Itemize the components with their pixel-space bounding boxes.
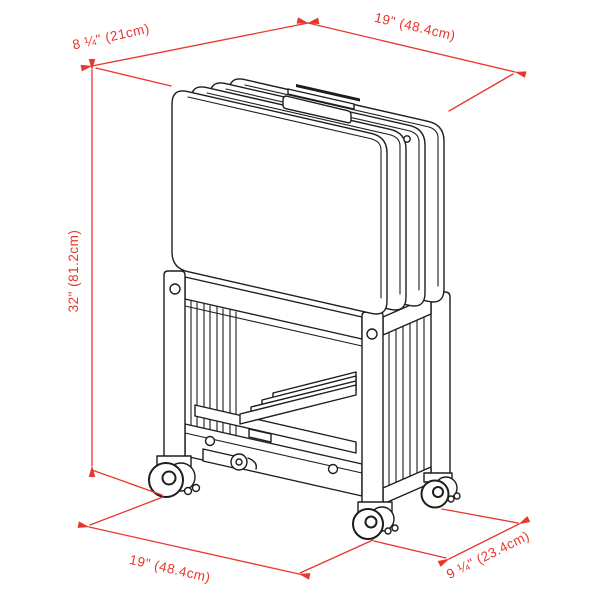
apron-hole-right (327, 463, 339, 475)
dim-line-bottom-width (77, 521, 311, 580)
screw-hole-right (366, 328, 378, 340)
lock-latch (202, 448, 258, 471)
caster-back-right (420, 472, 461, 509)
dim-line-bottom-depth (437, 516, 531, 567)
caster-hub (161, 470, 177, 486)
ext-line-floor-front (299, 539, 374, 574)
caster-hub (432, 486, 444, 498)
dimension-label-top-width: 19" (48.4cm) (373, 10, 457, 44)
ext-line-height-to-floor (91, 469, 163, 496)
leg-pivot-knob (403, 135, 411, 143)
dim-line-top-width (296, 17, 527, 78)
cart-front-frame (163, 270, 384, 510)
back-right-post (430, 291, 451, 482)
dimension-label-height: 32" (81.2cm) (66, 230, 81, 313)
right-front-post (361, 311, 384, 510)
handle-slot (282, 84, 360, 124)
dimension-label-bottom-width: 19" (48.4cm) (128, 552, 212, 585)
left-front-post (163, 270, 186, 460)
caster-front-right (352, 501, 399, 540)
cart-interior (184, 300, 363, 454)
tray-1-front (171, 90, 388, 315)
ext-line-top-right (448, 73, 514, 112)
caster-front-left (148, 455, 201, 498)
dim-line-top-depth (80, 17, 320, 72)
apron-hole-left (204, 435, 216, 447)
cart-back-structure (382, 291, 451, 505)
dimension-label-top-depth: 8 ¼" (21cm) (71, 21, 151, 53)
tray-stack (171, 78, 445, 315)
back-bottom-stretcher (194, 404, 357, 454)
screw-hole-left (169, 283, 181, 295)
ext-line-floor-front2 (373, 540, 447, 559)
apron-tab (248, 428, 272, 443)
ext-line-top-left (95, 67, 172, 87)
folded-legs-right (388, 316, 425, 487)
dimension-lines (77, 17, 531, 580)
leg-stretchers (239, 371, 357, 425)
caster-hub (364, 515, 378, 529)
ext-line-floor-left (89, 496, 164, 526)
back-top-rail-line (184, 305, 363, 347)
ext-line-floor-right (441, 508, 519, 524)
